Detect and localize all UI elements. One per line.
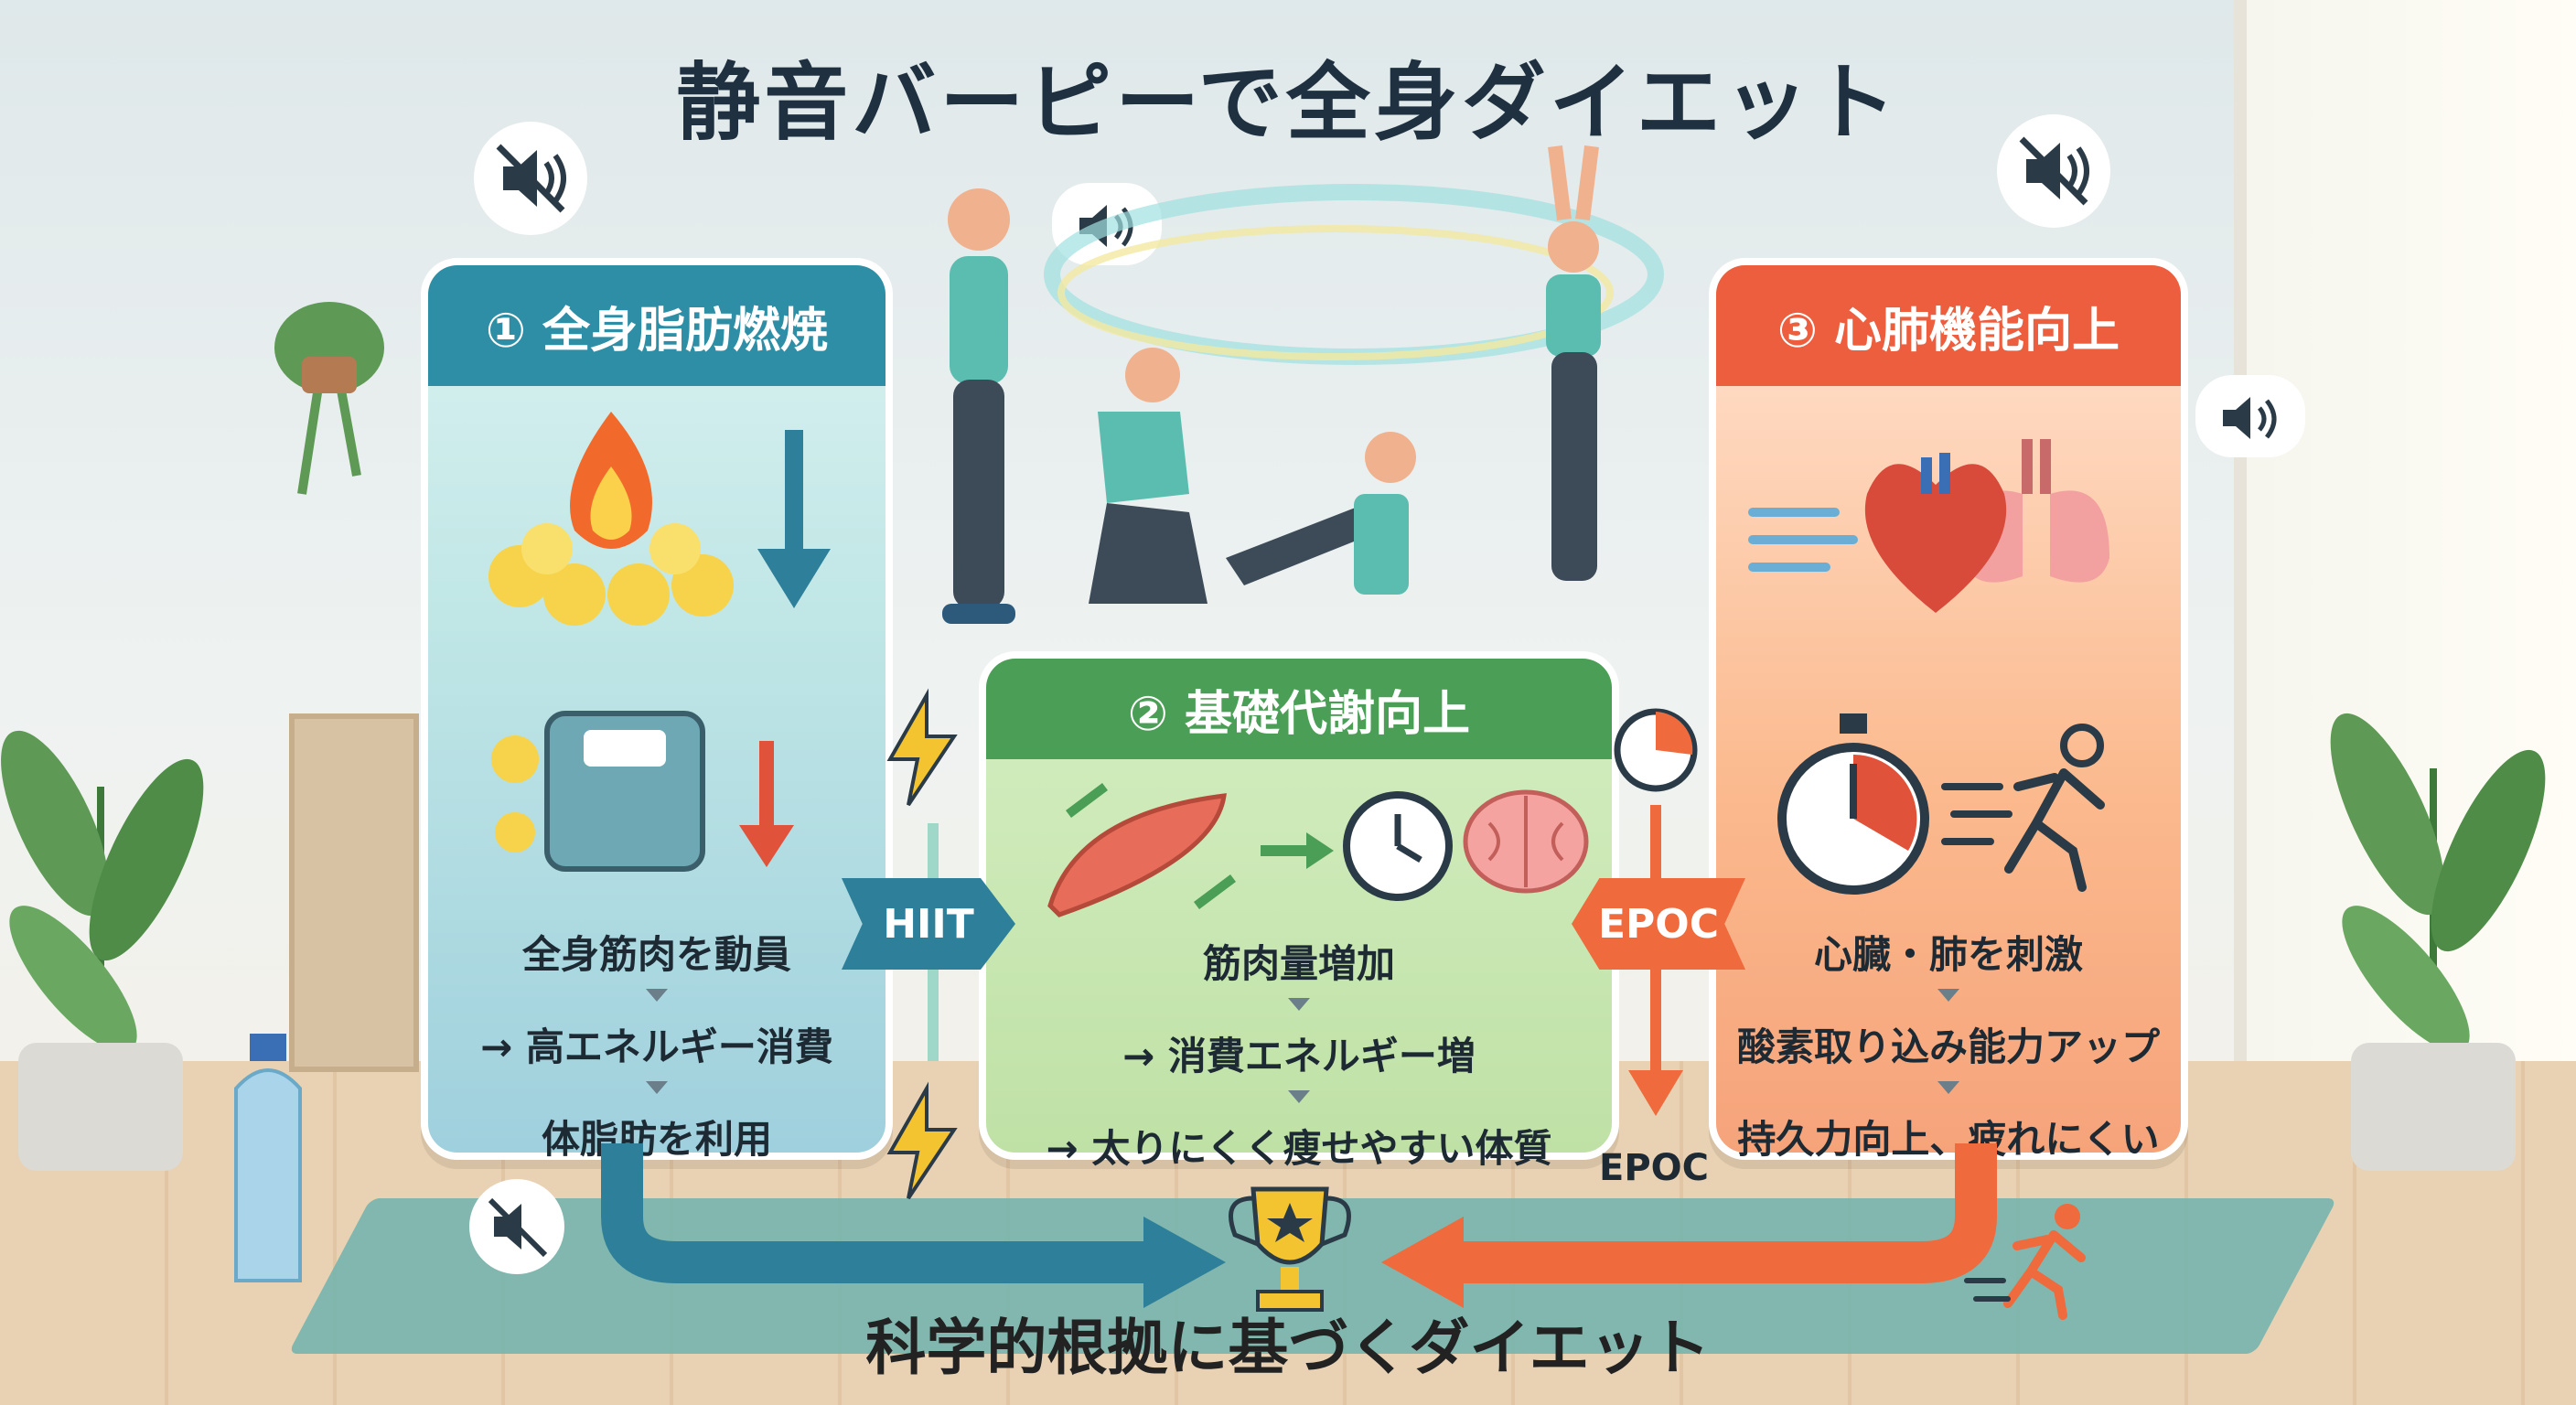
lightning-icon [886, 688, 958, 807]
clock-icon [1343, 791, 1453, 901]
card-fat-lines: 全身筋肉を動員 → 高エネルギー消費 体脂肪を利用 [428, 924, 886, 1179]
lightning-icon [886, 1081, 958, 1200]
card-metabolism-lines: 筋肉量増加 → 消費エネルギー増 → 太りにくく痩せやすい体質 [986, 933, 1612, 1188]
card-metabolism-line: → 太りにくく痩せやすい体質 [1046, 1126, 1552, 1171]
down-arrow-icon [739, 741, 794, 867]
card-fat-line: 全身筋肉を動員 [521, 932, 791, 977]
brain-icon [1463, 789, 1589, 894]
plant-icon [1, 730, 204, 1171]
gauge-icon [1614, 708, 1698, 792]
heart-icon [1864, 453, 2007, 613]
flow-arrow-left [601, 1143, 1226, 1308]
runner-icon [1941, 724, 2105, 892]
muted-speaker-icon [1997, 114, 2110, 228]
card-cardio: ③ 心肺機能向上 心臓・肺を刺激 酸素取り込み能力アップ 持久力向上、疲れにくい [1709, 258, 2188, 1162]
bottom-title: 科学的根拠に基づくダイエット [865, 1313, 1711, 1383]
page-title: 静音バーピーで全身ダイエット [676, 54, 1900, 152]
muted-speaker-icon [474, 122, 587, 235]
card-cardio-line: 心臓・肺を刺激 [1813, 932, 2083, 977]
speaker-icon [2195, 375, 2305, 457]
muted-speaker-icon [469, 1179, 564, 1274]
card-fat-burning: ① 全身脂肪燃焼 全身筋肉を動員 → 高エネルギー消費 体脂肪を利用 [421, 258, 893, 1162]
fat-cells-icon [491, 735, 539, 853]
card-metabolism-line: → 消費エネルギー増 [1122, 1034, 1476, 1078]
plant-icon [2330, 713, 2546, 1171]
hiit-tag: HIIT [842, 878, 1015, 970]
card-cardio-lines: 心臓・肺を刺激 酸素取り込み能力アップ 持久力向上、疲れにくい [1716, 924, 2181, 1179]
plant-icon [274, 302, 384, 495]
card-fat-heading: ① 全身脂肪燃焼 [428, 265, 886, 386]
epoc-down-arrow-icon [1628, 805, 1683, 1116]
trophy-icon [1229, 1186, 1351, 1312]
card-cardio-line: 酸素取り込み能力アップ [1736, 1024, 2160, 1069]
epoc-label: EPOC [1599, 1147, 1709, 1189]
window [2234, 0, 2576, 1098]
card-fat-line: → 高エネルギー消費 [480, 1024, 833, 1069]
epoc-tag: EPOC [1572, 878, 1745, 970]
runner-icon [1964, 1204, 2086, 1320]
drawer-cabinet [289, 713, 419, 1072]
right-arrow-icon [1261, 832, 1334, 869]
fat-cells-icon [488, 523, 734, 626]
wind-icon [1748, 508, 1858, 572]
card-metabolism-line: 筋肉量増加 [1202, 941, 1395, 986]
down-arrow-icon [757, 430, 831, 608]
card-metabolism-heading: ② 基礎代謝向上 [986, 659, 1612, 759]
muscle-icon [1047, 783, 1236, 917]
burpee-illustration [942, 145, 1664, 624]
card-fat-line: 体脂肪を利用 [541, 1117, 772, 1162]
card-cardio-heading: ③ 心肺機能向上 [1716, 265, 2181, 386]
fire-icon [570, 412, 652, 549]
flow-arrow-right [1381, 1143, 1997, 1308]
card-cardio-line: 持久力向上、疲れにくい [1737, 1117, 2160, 1162]
card-metabolism: ② 基礎代謝向上 筋肉量増加 → 消費エネルギー増 → 太りにくく痩せやすい体質 [979, 651, 1619, 1171]
stopwatch-icon [1777, 713, 1929, 895]
water-bottle-icon [234, 1034, 302, 1282]
scale-icon [544, 711, 705, 872]
